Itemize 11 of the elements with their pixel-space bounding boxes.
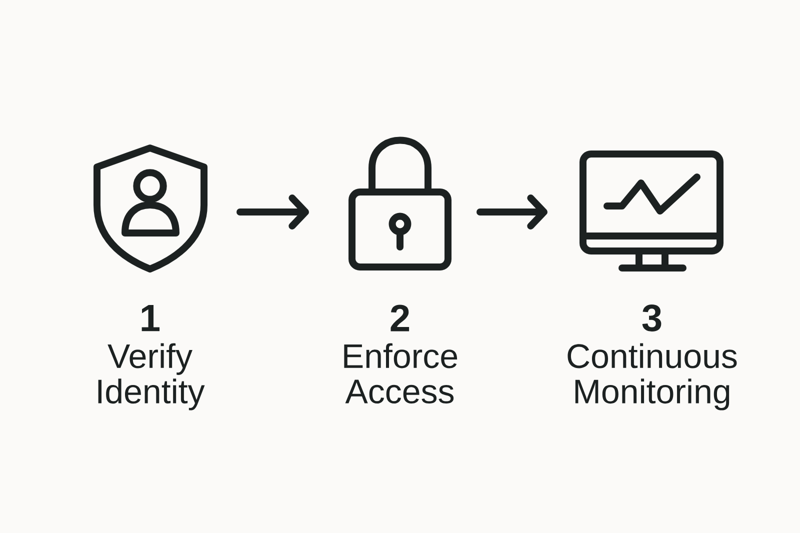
monitor-icon bbox=[580, 150, 724, 272]
arrow bbox=[236, 194, 309, 230]
arrow bbox=[476, 194, 548, 230]
step-number: 3 bbox=[642, 304, 662, 332]
step-label: Continuous Monitoring bbox=[568, 343, 737, 410]
padlock-icon bbox=[348, 136, 452, 270]
step-number: 2 bbox=[390, 304, 410, 332]
step-label: Enforce Access bbox=[344, 343, 458, 404]
step-label: Verify Identity bbox=[98, 343, 205, 410]
shield-icon bbox=[94, 144, 208, 272]
step-number: 1 bbox=[142, 304, 160, 332]
